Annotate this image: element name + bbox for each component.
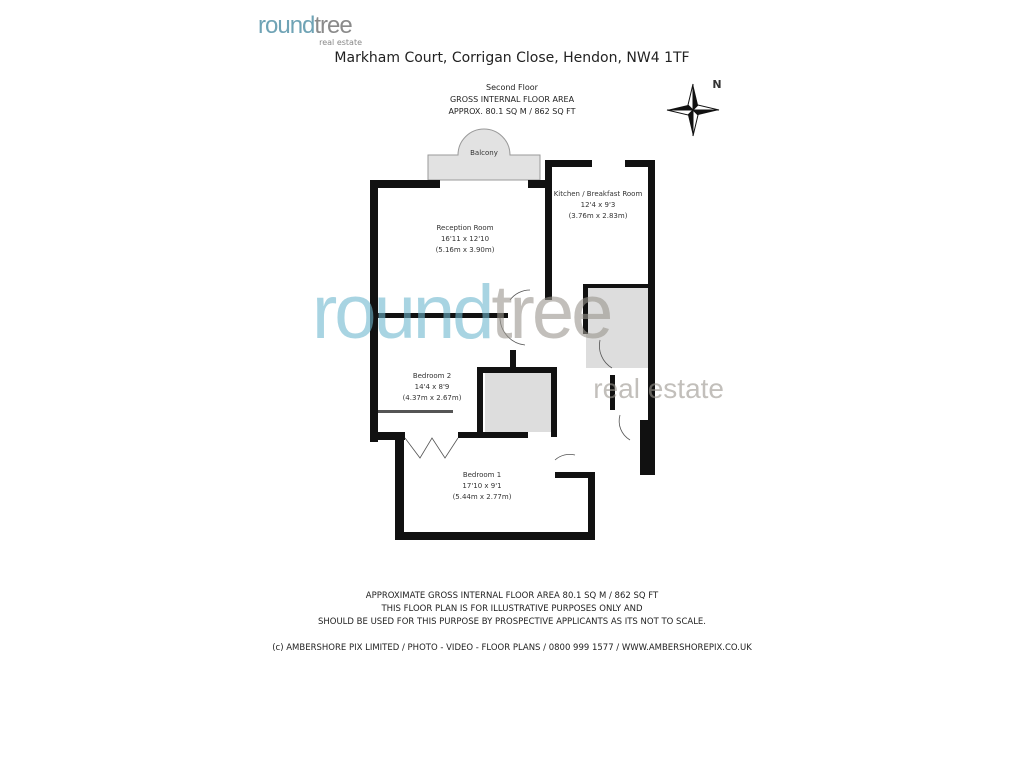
room-dimensions-imperial: 17'10 x 9'1 xyxy=(462,482,501,490)
logo-subtext: real estate xyxy=(319,38,362,47)
disclaimer: APPROXIMATE GROSS INTERNAL FLOOR AREA 80… xyxy=(0,590,1024,629)
bathroom xyxy=(485,372,553,432)
room-dimensions-metric: (5.44m x 2.77m) xyxy=(453,493,512,501)
room-dimensions-metric: (5.16m x 3.90m) xyxy=(436,246,495,254)
room-bedroom-2: Bedroom 2 14'4 x 8'9 (4.37m x 2.67m) xyxy=(403,372,462,402)
area-value: APPROX. 80.1 SQ M / 862 SQ FT xyxy=(448,107,576,116)
disclaimer-line: THIS FLOOR PLAN IS FOR ILLUSTRATIVE PURP… xyxy=(381,604,643,614)
logo-text: round xyxy=(258,12,315,39)
watermark-text: tree xyxy=(491,270,610,355)
floor-name: Second Floor xyxy=(486,83,538,92)
logo: roundtree real estate xyxy=(258,12,368,48)
room-name: Reception Room xyxy=(436,224,493,232)
compass-rose-icon: N xyxy=(666,78,722,137)
room-reception: Reception Room 16'11 x 12'10 (5.16m x 3.… xyxy=(436,224,495,254)
disclaimer-line: APPROXIMATE GROSS INTERNAL FLOOR AREA 80… xyxy=(365,591,659,601)
room-dimensions-imperial: 12'4 x 9'3 xyxy=(581,201,616,209)
room-dimensions-metric: (3.76m x 2.83m) xyxy=(569,212,628,220)
room-dimensions-imperial: 16'11 x 12'10 xyxy=(441,235,489,243)
walls xyxy=(370,160,655,540)
room-bedroom-1: Bedroom 1 17'10 x 9'1 (5.44m x 2.77m) xyxy=(453,471,512,501)
disclaimer-line: SHOULD BE USED FOR THIS PURPOSE BY PROSP… xyxy=(317,617,707,627)
watermark-subtext: real estate xyxy=(593,373,724,404)
room-dimensions-metric: (4.37m x 2.67m) xyxy=(403,394,462,402)
page-title: Markham Court, Corrigan Close, Hendon, N… xyxy=(334,50,690,66)
floor-area-info: Second Floor GROSS INTERNAL FLOOR AREA A… xyxy=(0,82,1024,118)
area-heading: GROSS INTERNAL FLOOR AREA xyxy=(449,95,575,104)
room-kitchen: Kitchen / Breakfast Room 12'4 x 9'3 (3.7… xyxy=(554,190,643,220)
room-name: Bedroom 2 xyxy=(413,372,451,380)
watermark-text: round xyxy=(312,270,491,355)
watermark: roundtree real estate xyxy=(312,270,724,404)
room-dimensions-imperial: 14'4 x 8'9 xyxy=(415,383,450,391)
room-name: Kitchen / Breakfast Room xyxy=(554,190,643,198)
logo-text: tree xyxy=(314,12,352,39)
svg-text:roundtree: roundtree xyxy=(312,270,610,355)
balcony xyxy=(427,128,541,181)
wardrobe-wall xyxy=(378,410,453,413)
doors xyxy=(404,289,631,461)
room-label-balcony: Balcony xyxy=(470,149,498,157)
compass-north-label: N xyxy=(712,78,721,91)
shower-room xyxy=(586,284,648,368)
room-name: Bedroom 1 xyxy=(463,471,501,479)
copyright: (c) AMBERSHORE PIX LIMITED / PHOTO - VID… xyxy=(272,643,752,653)
